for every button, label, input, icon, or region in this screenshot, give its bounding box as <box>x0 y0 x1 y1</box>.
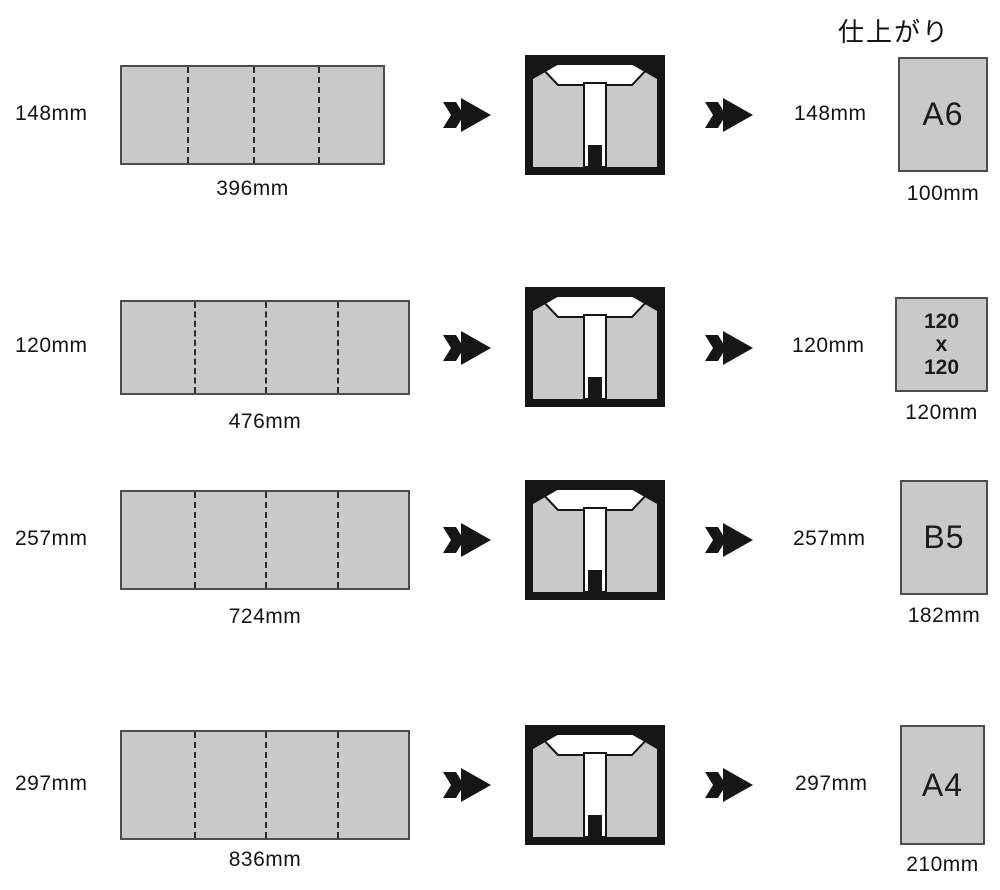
double-arrow-icon <box>705 768 753 802</box>
sheet-height-label: 257mm <box>15 527 88 550</box>
double-arrow-icon <box>443 331 491 365</box>
sheet-width-label: 396mm <box>216 177 289 200</box>
fold-line <box>193 492 196 588</box>
finished-size-box: A4 <box>900 725 985 845</box>
sheet-height-label: 148mm <box>15 102 88 125</box>
finished-width-label: 210mm <box>906 853 979 876</box>
unfolded-sheet <box>120 65 385 165</box>
double-arrow-icon <box>705 98 753 132</box>
finished-height-label: 257mm <box>793 527 866 550</box>
fold-line <box>265 492 267 588</box>
unfolded-sheet <box>120 300 410 395</box>
fold-line <box>193 732 196 838</box>
finished-size-box: A6 <box>898 57 988 172</box>
unfolded-sheet <box>120 730 410 840</box>
finished-size-name-line: 120 <box>923 309 960 333</box>
double-arrow-icon <box>443 98 491 132</box>
double-arrow-icon <box>443 523 491 557</box>
fold-line <box>317 67 320 163</box>
finished-width-label: 182mm <box>907 604 981 627</box>
sheet-height-label: 297mm <box>15 772 88 795</box>
gate-fold-icon <box>525 287 665 407</box>
double-arrow-icon <box>443 768 491 802</box>
gate-fold-icon <box>525 480 665 600</box>
finished-size-name: A4 <box>921 766 964 803</box>
finished-width-label: 100mm <box>906 182 980 205</box>
unfolded-sheet <box>120 490 410 590</box>
finished-height-label: 297mm <box>795 772 868 795</box>
fold-line <box>193 302 196 393</box>
gate-fold-icon <box>525 55 665 175</box>
double-arrow-icon <box>705 331 753 365</box>
finished-width-label: 120mm <box>905 401 978 424</box>
finished-size-name: B5 <box>923 519 965 555</box>
double-arrow-icon <box>705 523 753 557</box>
sheet-width-label: 836mm <box>228 848 302 871</box>
finished-height-label: 148mm <box>794 102 867 125</box>
gate-fold-icon <box>525 725 665 845</box>
finished-size-name: 120 x 120 <box>924 310 959 379</box>
finished-size-box: 120 x 120 <box>895 297 988 392</box>
fold-line <box>336 732 339 838</box>
sheet-width-label: 476mm <box>228 410 302 433</box>
fold-line <box>336 302 339 393</box>
sheet-width-label: 724mm <box>228 605 302 628</box>
finished-size-name-line: x <box>935 332 948 356</box>
finished-size-box: B5 <box>900 480 988 595</box>
fold-line <box>265 302 267 393</box>
fold-line <box>265 732 267 838</box>
fold-line <box>252 67 255 163</box>
finished-size-name: A6 <box>922 96 964 132</box>
fold-line <box>336 492 339 588</box>
finished-size-title: 仕上がり <box>838 17 951 47</box>
fold-line <box>187 67 190 163</box>
finished-size-name-line: 120 <box>923 356 960 380</box>
sheet-height-label: 120mm <box>15 334 88 357</box>
finished-height-label: 120mm <box>792 334 865 357</box>
